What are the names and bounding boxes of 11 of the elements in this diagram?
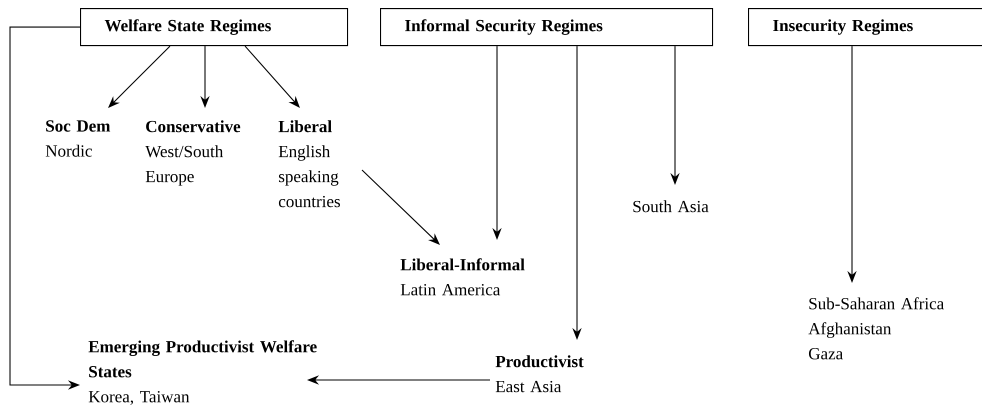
regime-label: South Asia: [633, 200, 709, 212]
regime-label: Liberal-Informal Latin America: [400, 258, 525, 296]
regime-box: Welfare State Regimes: [80, 8, 348, 46]
regime-box: Insecurity Regimes: [748, 8, 982, 46]
regime-box: Informal Security Regimes: [380, 8, 714, 46]
regime-label: Emerging Productivist Welfare States Korea, Taiwan: [88, 340, 317, 405]
regime-label: Sub-Saharan Africa Afghanistan Gaza: [808, 297, 944, 360]
regime-label: Liberal English speaking countries: [278, 120, 340, 208]
regime-label: Productivist East Asia: [496, 355, 584, 392]
regime-label: Soc Dem Nordic: [46, 120, 110, 157]
regime-label: Conservative West/South Europe: [145, 120, 240, 186]
